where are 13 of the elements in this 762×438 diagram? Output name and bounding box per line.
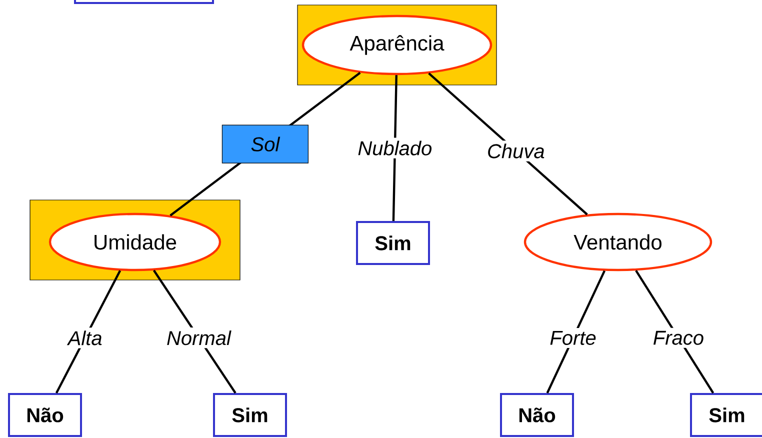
leaf-box: Sim	[356, 220, 430, 265]
box	[74, 0, 214, 4]
edge-label: Fraco	[650, 328, 707, 348]
edge-label: Normal	[164, 327, 234, 348]
edge-label: Nublado	[354, 138, 436, 158]
leaf-box: Sim	[690, 392, 762, 437]
edge-label: Sol	[222, 124, 308, 164]
leaf-box: Não	[8, 392, 82, 437]
edge-label: Alta	[64, 328, 106, 348]
leaf-box: Não	[500, 392, 574, 437]
edge-label: Forte	[546, 328, 600, 348]
edge-label: Chuva	[484, 140, 548, 162]
leaf-box: Sim	[213, 392, 287, 437]
